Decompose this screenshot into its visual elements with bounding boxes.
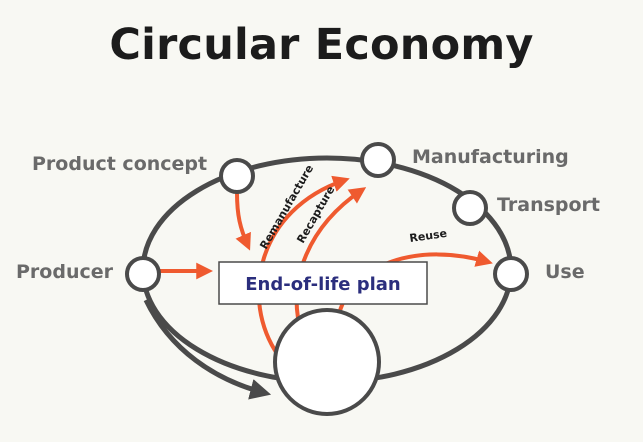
disposal-circle bbox=[273, 308, 381, 416]
node-use bbox=[493, 256, 529, 292]
label-manufacturing: Manufacturing bbox=[412, 146, 569, 168]
label-producer: Producer bbox=[16, 261, 114, 283]
concept-flow-arrow bbox=[235, 192, 251, 251]
recapture-arrow bbox=[294, 187, 367, 336]
node-transport bbox=[452, 190, 488, 226]
node-manufacturing bbox=[360, 142, 396, 178]
label-reuse: Reuse bbox=[409, 227, 448, 245]
label-use: Use bbox=[545, 261, 585, 283]
end-of-life-box: End-of-life plan bbox=[218, 261, 428, 305]
end-of-life-label: End-of-life plan bbox=[245, 274, 400, 295]
label-transport: Transport bbox=[497, 194, 600, 216]
page-title: Circular Economy bbox=[109, 20, 534, 70]
node-producer bbox=[125, 256, 161, 292]
cycle-arrow bbox=[143, 298, 272, 400]
remanufacture-arrow bbox=[256, 175, 350, 357]
label-product-concept: Product concept bbox=[32, 153, 207, 175]
node-product-concept bbox=[219, 158, 255, 194]
